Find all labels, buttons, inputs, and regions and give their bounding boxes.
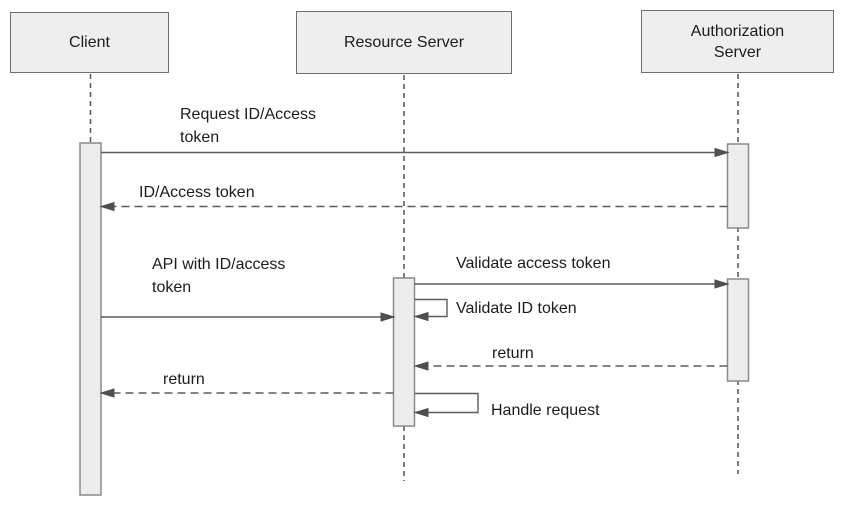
message-label-handle-request: Handle request (491, 402, 600, 419)
self-loop-validate-id-token (413, 298, 448, 322)
actor-box-authorization-server: Authorization Server (641, 10, 834, 73)
message-label-id-access-token: ID/Access token (139, 184, 255, 201)
self-loop-handle-request (413, 392, 479, 418)
actor-box-resource-server: Resource Server (296, 11, 512, 74)
client-activation-bar (79, 142, 102, 496)
message-label-api-call: API with ID/access token (152, 256, 286, 296)
message-label-validate-access-token: Validate access token (456, 255, 611, 272)
message-label-request-token: Request ID/Access token (180, 106, 317, 146)
authorization-server-activation-bar-2 (726, 278, 750, 382)
authorization-server-activation-bar-1 (726, 143, 750, 229)
resource-server-activation-bar (392, 277, 416, 427)
message-label-return-to-resource: return (492, 345, 534, 362)
message-label-validate-id-token: Validate ID token (456, 300, 577, 317)
actor-box-client: Client (10, 12, 169, 73)
message-label-return-to-client: return (163, 371, 205, 388)
